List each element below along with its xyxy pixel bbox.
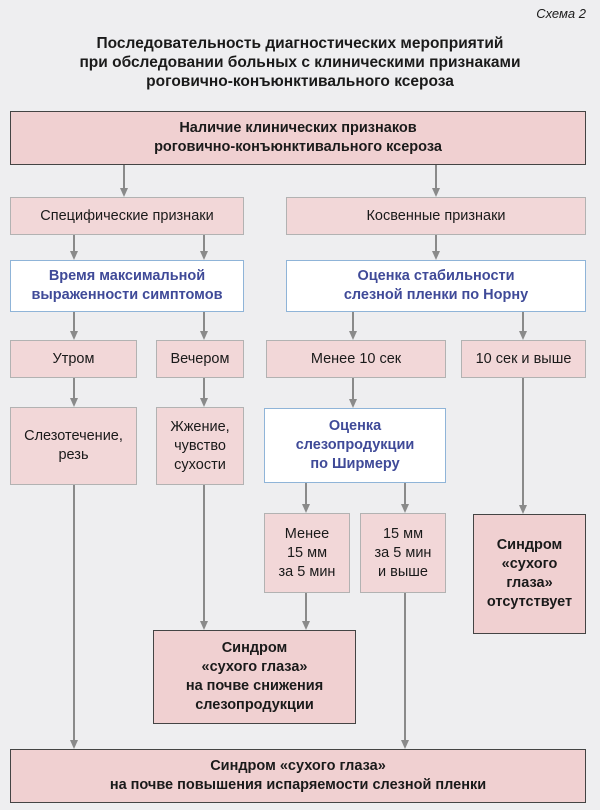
connector <box>404 593 406 741</box>
scheme-label: Схема 2 <box>536 6 586 21</box>
connector <box>522 378 524 506</box>
arrow <box>432 188 440 197</box>
box-text: по Ширмеру <box>310 456 400 472</box>
arrow <box>401 740 409 749</box>
connector <box>203 312 205 332</box>
box-text: выраженности симптомов <box>31 287 223 303</box>
arrow <box>519 505 527 514</box>
connector <box>203 485 205 622</box>
connector <box>522 312 524 332</box>
connector <box>73 312 75 332</box>
box-text: «сухого глаза» <box>201 659 308 675</box>
connector <box>435 165 437 189</box>
box-text: Синдром «сухого глаза» <box>210 758 386 774</box>
box-text: Менее <box>284 525 330 542</box>
box-15-mm-and-more: 15 мм за 5 мин и выше <box>360 513 446 593</box>
box-less-15-mm: Менее 15 мм за 5 мин <box>264 513 350 593</box>
box-text: Синдром <box>221 640 288 656</box>
box-less-10-sec: Менее 10 сек <box>266 340 446 378</box>
connector <box>203 235 205 252</box>
arrow <box>349 331 357 340</box>
title-line-1: Последовательность диагностических мероп… <box>96 35 504 52</box>
box-text: на почве повышения испаряемости слезной … <box>109 777 487 793</box>
box-text: за 5 мин <box>278 563 336 580</box>
box-10-sec-and-more: 10 сек и выше <box>461 340 586 378</box>
connector <box>404 483 406 505</box>
box-text: и выше <box>378 563 428 580</box>
arrow <box>401 504 409 513</box>
box-text: 15 мм <box>382 525 424 542</box>
box-tearing: Слезотечение, резь <box>10 407 137 485</box>
connector <box>305 483 307 505</box>
box-text: сухости <box>174 456 226 473</box>
arrow <box>432 251 440 260</box>
connector <box>435 235 437 252</box>
box-text: Оценка стабильности <box>357 268 515 284</box>
box-text: за 5 мин <box>374 544 432 561</box>
box-syndrome-absent: Синдром «сухого глаза» отсутствует <box>473 514 586 634</box>
box-burning: Жжение, чувство сухости <box>156 407 244 485</box>
arrow <box>200 398 208 407</box>
connector <box>73 378 75 399</box>
box-text: резь <box>58 447 89 463</box>
connector <box>305 593 307 622</box>
arrow <box>349 399 357 408</box>
box-text: отсутствует <box>486 594 573 610</box>
box-text: «сухого <box>501 556 558 572</box>
arrow <box>70 740 78 749</box>
arrow <box>200 331 208 340</box>
box-text: Наличие клинических признаков <box>179 120 417 136</box>
box-norn-test: Оценка стабильности слезной пленки по Но… <box>286 260 586 312</box>
box-text: роговично-конъюнктивального ксероза <box>154 139 442 155</box>
connector <box>203 378 205 399</box>
arrow <box>302 504 310 513</box>
box-schirmer-test: Оценка слезопродукции по Ширмеру <box>264 408 446 483</box>
box-text: Оценка <box>328 418 382 434</box>
box-morning: Утром <box>10 340 137 378</box>
box-time-max-symptoms: Время максимальной выраженности симптомо… <box>10 260 244 312</box>
connector <box>73 235 75 252</box>
box-text: слезопродукции <box>195 697 314 713</box>
box-text: Слезотечение, <box>24 428 123 444</box>
box-syndrome-reduced-production: Синдром «сухого глаза» на почве снижения… <box>153 630 356 724</box>
connector <box>352 312 354 332</box>
box-indirect-signs: Косвенные признаки <box>286 197 586 235</box>
box-clinical-signs: Наличие клинических признаков роговично-… <box>10 111 586 165</box>
arrow <box>70 331 78 340</box>
box-text: слезопродукции <box>295 437 415 453</box>
box-specific-signs: Специфические признаки <box>10 197 244 235</box>
arrow <box>200 251 208 260</box>
connector <box>352 378 354 400</box>
arrow <box>70 398 78 407</box>
arrow <box>519 331 527 340</box>
arrow <box>120 188 128 197</box>
box-text: чувство <box>174 437 226 454</box>
box-text: на почве снижения <box>185 678 324 694</box>
box-text: Синдром <box>496 537 563 553</box>
box-text: Жжение, <box>170 418 230 435</box>
arrow <box>200 621 208 630</box>
arrow <box>302 621 310 630</box>
connector <box>73 485 75 741</box>
title-line-3: роговично-конъюнктивального ксероза <box>146 73 454 90</box>
box-evening: Вечером <box>156 340 244 378</box>
box-text: Время максимальной <box>48 268 206 284</box>
diagram-title: Последовательность диагностических мероп… <box>0 34 600 91</box>
box-text: глаза» <box>506 575 553 591</box>
connector <box>123 165 125 189</box>
arrow <box>70 251 78 260</box>
box-text: слезной пленки по Норну <box>343 287 529 303</box>
box-text: 15 мм <box>286 544 328 561</box>
box-syndrome-evaporation: Синдром «сухого глаза» на почве повышени… <box>10 749 586 803</box>
title-line-2: при обследовании больных с клиническими … <box>79 54 521 71</box>
